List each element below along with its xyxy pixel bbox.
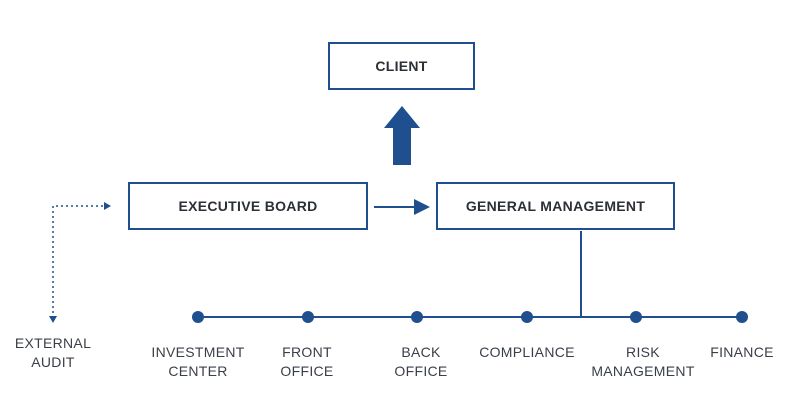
client-box: CLIENT (328, 42, 475, 90)
dept-label-front-office: FRONT OFFICE (280, 344, 334, 379)
dept-label-investment-center: INVESTMENT CENTER (151, 344, 245, 379)
dotted-arrowhead-right-icon (104, 202, 111, 210)
dept-dot-investment-center (192, 311, 204, 323)
dept-dot-back-office (411, 311, 423, 323)
dotted-arrowhead-down-icon (49, 316, 57, 323)
executive-board-box: EXECUTIVE BOARD (128, 182, 368, 230)
dept-dot-risk-management (630, 311, 642, 323)
dept-label-risk-management: RISK MANAGEMENT (591, 344, 695, 379)
dept-label-finance: FINANCE (710, 344, 774, 360)
dept-dot-finance (736, 311, 748, 323)
dept-label-compliance: COMPLIANCE (479, 344, 575, 360)
client-label: CLIENT (375, 58, 428, 74)
general-management-box: GENERAL MANAGEMENT (436, 182, 675, 230)
dept-dot-front-office (302, 311, 314, 323)
external-audit-dotted-connector (52, 205, 108, 318)
general-management-label: GENERAL MANAGEMENT (465, 198, 646, 214)
executive-board-label: EXECUTIVE BOARD (178, 198, 318, 214)
external-audit-label: EXTERNAL AUDIT (14, 335, 92, 370)
dept-label-back-office: BACK OFFICE (394, 344, 448, 379)
up-arrow-icon (384, 106, 420, 165)
dept-dot-compliance (521, 311, 533, 323)
